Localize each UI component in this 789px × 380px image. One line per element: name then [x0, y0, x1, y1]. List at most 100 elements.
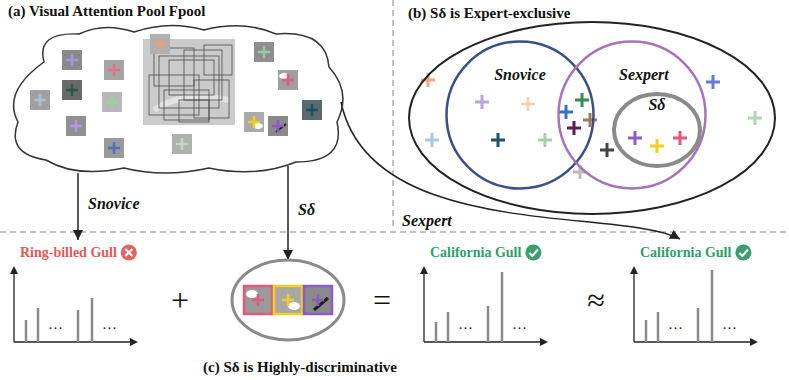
ellipse-outline — [557, 40, 707, 190]
set-element-cross — [583, 113, 597, 127]
correct-icon — [525, 245, 541, 261]
edge-label: Sδ — [296, 201, 317, 219]
bird-image — [204, 45, 232, 75]
image-patch — [248, 116, 260, 128]
correct-icon — [525, 245, 541, 261]
correct-icon — [735, 245, 751, 261]
attention-pool-content — [30, 34, 322, 158]
discriminative-patch — [288, 302, 300, 310]
ellipsis: … — [722, 316, 737, 332]
score-chart-axes — [10, 266, 138, 346]
ellipse-outline — [559, 42, 706, 189]
set-element-cross — [521, 97, 535, 111]
ellipsis: … — [48, 316, 63, 332]
connector-arrow — [77, 173, 79, 240]
image-patch — [66, 84, 78, 96]
score-chart-axes — [646, 270, 712, 342]
delta-patch-ellipse — [230, 258, 346, 342]
delta-set-ellipse: Sδ — [612, 92, 702, 168]
discriminative-patch — [304, 286, 332, 314]
score-chart-axes — [630, 266, 758, 346]
wrong-icon — [121, 245, 137, 261]
image-patch — [104, 60, 124, 80]
image-patch — [30, 34, 322, 158]
panel-divider — [0, 0, 789, 232]
image-patch — [30, 90, 50, 110]
image-patch — [172, 134, 192, 154]
score-chart-axes — [630, 266, 758, 346]
image-patch — [102, 92, 122, 112]
ellipse-outline — [409, 22, 775, 214]
image-patch — [108, 64, 120, 76]
ellipse-outline — [447, 42, 594, 189]
universe-ellipse: (b) Sδ is Expert-exclusiveSnovice Sexpert… — [402, 2, 784, 218]
set-element-cross — [650, 139, 664, 153]
score-chart-axes — [420, 266, 548, 346]
score-chart-axes — [634, 272, 752, 342]
ellipse-outline — [230, 258, 346, 342]
set-element-cross — [575, 93, 589, 107]
bird-image — [149, 45, 232, 122]
image-patch — [244, 112, 264, 132]
ellipse-outline — [232, 260, 344, 340]
set-label: Snovice — [494, 66, 546, 84]
cloud-outline — [14, 25, 343, 173]
operator-symbol: + — [171, 283, 189, 317]
bird-image — [179, 100, 209, 122]
set-element-cross — [475, 95, 489, 109]
discriminative-patch — [246, 290, 258, 298]
image-patch — [306, 104, 318, 116]
image-patch — [70, 120, 82, 132]
image-patch — [104, 138, 124, 158]
image-patch — [254, 42, 274, 62]
ellipsis: … — [458, 316, 473, 332]
score-chart-axes — [10, 266, 138, 346]
image-patch — [108, 142, 120, 154]
image-patch — [62, 80, 82, 100]
panel-divider — [392, 0, 394, 228]
ellipse-outline — [445, 40, 595, 190]
edge-label: Sexpert — [400, 212, 454, 230]
image-patch — [282, 74, 294, 86]
attention-pool-cloud: (a) Visual Attention Pool Fpool — [4, 2, 349, 178]
image-patch — [62, 50, 82, 70]
image-patch — [278, 70, 298, 90]
score-chart-axes — [420, 266, 548, 346]
set-element-cross — [491, 133, 505, 147]
ellipsis: … — [102, 316, 117, 332]
bird-image — [194, 80, 229, 118]
edge-label: Snovice — [86, 195, 142, 213]
image-patch — [154, 38, 166, 50]
bird-image — [159, 56, 219, 108]
wrong-icon — [121, 245, 137, 261]
correct-icon — [529, 250, 538, 257]
score-chart-axes — [14, 272, 132, 342]
operator-symbol: = — [373, 283, 391, 317]
set-element-cross — [567, 121, 581, 135]
image-patch — [106, 96, 118, 108]
discriminative-patch — [312, 294, 324, 306]
discriminative-patch — [244, 286, 272, 314]
discriminative-patch — [282, 294, 294, 306]
panel-divider — [0, 231, 789, 233]
image-patch — [272, 120, 284, 132]
image-patch — [66, 54, 78, 66]
set-label: Sexpert — [619, 66, 669, 84]
set-element-cross — [538, 133, 552, 147]
discriminative-patch — [274, 286, 302, 314]
connector-arrow — [341, 102, 680, 239]
score-chart-axes — [424, 272, 542, 342]
panel-caption: (c) Sδ is Highly-discriminative — [203, 358, 397, 376]
image-patch — [34, 94, 46, 106]
class-prediction: California Gull — [430, 244, 521, 261]
panel-title: (b) Sδ is Expert-exclusive — [408, 4, 570, 22]
score-chart: California Gull … … — [418, 240, 550, 348]
image-patch — [150, 34, 170, 54]
class-prediction: California Gull — [640, 244, 731, 261]
ellipsis: … — [512, 316, 527, 332]
discriminative-patch — [244, 286, 332, 314]
set-label: Sδ — [648, 96, 665, 114]
correct-icon — [739, 250, 748, 257]
novice-set-circle: Snovice — [445, 40, 595, 190]
image-patch — [268, 116, 288, 136]
